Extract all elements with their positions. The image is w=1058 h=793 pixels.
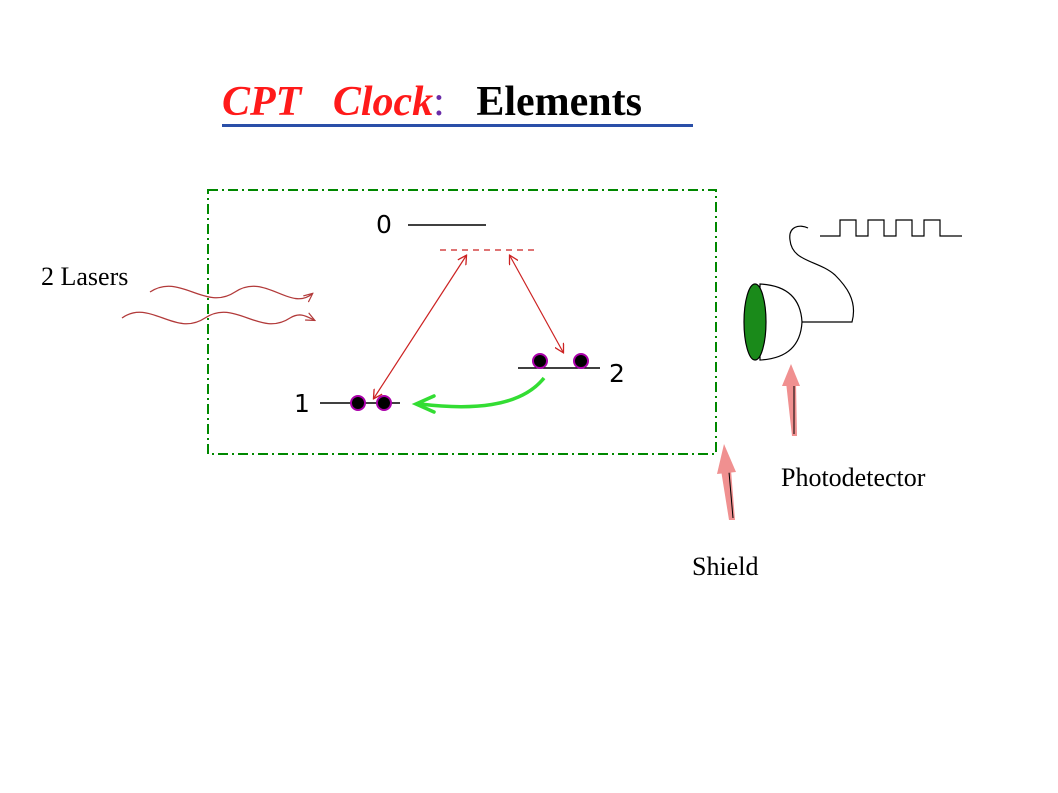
detector-lens	[743, 283, 767, 361]
pulse-train	[820, 219, 962, 237]
lasers-label: 2 Lasers	[41, 262, 129, 291]
transition-0-2	[510, 256, 563, 352]
title-colon: :	[433, 79, 445, 125]
title-underline	[222, 124, 693, 127]
detector-wire	[789, 225, 855, 323]
title-clock: Clock	[332, 79, 434, 125]
photodetector	[743, 225, 855, 361]
pointer-shield	[717, 444, 736, 520]
slide-title: CPT Clock: Elements	[222, 74, 642, 130]
laser-wave-2	[121, 311, 314, 325]
shield-label: Shield	[692, 552, 759, 581]
atom	[376, 395, 392, 411]
atom	[573, 353, 589, 369]
decay-arrow	[419, 376, 546, 409]
level-1-label: 1	[294, 389, 310, 418]
level-0-label: 0	[376, 210, 392, 239]
shield-box	[207, 189, 717, 455]
atoms	[350, 353, 589, 411]
atom	[350, 395, 366, 411]
atom	[532, 353, 548, 369]
laser-beams	[121, 285, 314, 325]
transition-1-0	[374, 256, 466, 398]
title-elements: Elements	[476, 79, 642, 125]
photodetector-label: Photodetector	[781, 463, 926, 492]
title-cpt: CPT	[222, 79, 302, 125]
detector-dome	[759, 283, 803, 361]
level-2-label: 2	[609, 359, 625, 388]
pointer-photodetector	[782, 364, 800, 436]
laser-wave-1	[149, 285, 312, 299]
decay-arrowhead	[411, 394, 436, 414]
